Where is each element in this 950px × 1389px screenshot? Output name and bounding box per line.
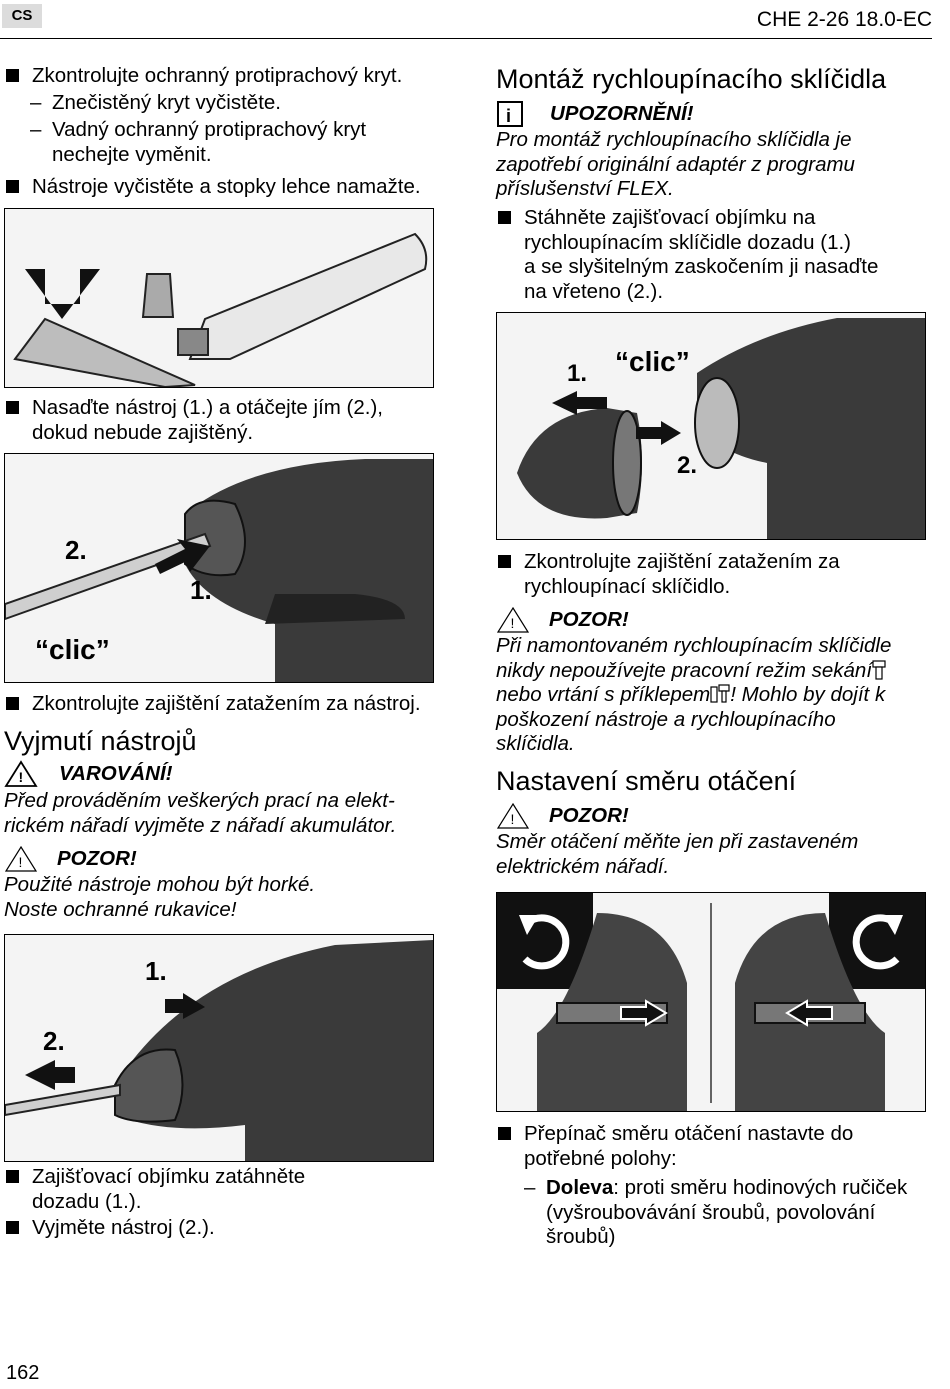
note-line: příslušenství FLEX. (496, 177, 674, 200)
hammer-drill-mode-icon (710, 684, 730, 703)
step-1-label: 1. (567, 360, 587, 387)
section-heading-removal: Vyjmutí nástrojů (4, 726, 197, 756)
dash-text-cont: (vyšroubovávání šroubů, povolování (546, 1200, 876, 1224)
language-tag: CS (2, 4, 42, 28)
caution-line: nebo vrtání s příklepem (496, 683, 711, 706)
warning-title: VAROVÁNÍ! (59, 762, 173, 785)
figure-remove-tool: 1. 2. (4, 934, 434, 1162)
bullet-text: Nástroje vyčistěte a stopky lehce namažt… (32, 175, 421, 198)
bullet-icon (6, 69, 19, 82)
caution-title: POZOR! (549, 804, 629, 827)
svg-text:!: ! (19, 854, 23, 870)
bullet-icon (498, 211, 511, 224)
bullet-icon (6, 180, 19, 193)
chisel-mode-icon (872, 659, 886, 680)
caution-line: Noste ochranné rukavice! (4, 897, 237, 921)
svg-text:!: ! (19, 769, 24, 785)
clockwise-icon (883, 915, 903, 935)
counterclockwise-icon (519, 915, 539, 935)
direction-left-label: Doleva (546, 1176, 614, 1199)
step-1-label: 1. (190, 575, 212, 605)
figure-lubricate-shank (4, 208, 434, 388)
bullet-icon (498, 1127, 511, 1140)
bullet-text: Zajišťovací objímku zatáhněte (32, 1165, 306, 1188)
step-2-label: 2. (43, 1026, 65, 1056)
step-2-label: 2. (65, 535, 87, 565)
svg-text:i: i (506, 106, 511, 126)
bullet-text: Stáhněte zajišťovací objímku na (524, 206, 816, 229)
caution-triangle-icon: ! (496, 802, 530, 829)
note-line: zapotřebí originální adaptér z programu (496, 152, 855, 176)
bullet-text: Zkontrolujte zajištění zatažením za nást… (32, 692, 421, 715)
bullet-icon (6, 1221, 19, 1234)
caution-title: POZOR! (57, 847, 137, 870)
section-heading-chuck: Montáž rychloupínacího sklíčidla (496, 64, 887, 94)
bullet-text: Nasaďte nástroj (1.) a otáčejte jím (2.)… (32, 396, 383, 419)
dash-text-cont: šroubů) (546, 1225, 616, 1248)
clic-label: “clic” (615, 346, 690, 377)
caution-line: nikdy nepoužívejte pracovní režim sekání (496, 658, 873, 682)
figure-rotation-switch (496, 892, 926, 1112)
dash-text: Znečistěný kryt vyčistěte. (52, 91, 281, 114)
info-icon: i (497, 101, 523, 127)
header-divider (0, 38, 932, 39)
step-1-label: 1. (145, 956, 167, 986)
bullet-icon (6, 401, 19, 414)
bullet-text: Zkontrolujte zajištění zatažením za (524, 550, 840, 573)
bullet-text-cont: dokud nebude zajištěný. (32, 420, 254, 444)
caution-line: ! Mohlo by dojít k (730, 683, 886, 706)
caution-triangle-icon: ! (496, 606, 530, 633)
caution-line: Při namontovaném rychloupínacím sklíčidl… (496, 634, 892, 657)
dash-text: : proti směru hodinových ručiček (613, 1176, 908, 1199)
warning-line: Před prováděním veškerých prací na elekt… (4, 789, 395, 812)
caution-line: Směr otáčení měňte jen při zastaveném (496, 830, 859, 853)
dash-text-cont: nechejte vyměnit. (52, 142, 212, 166)
figure-mount-chuck: 1. 2. “clic” (496, 312, 926, 540)
caution-line: sklíčidla. (496, 732, 575, 755)
figure-insert-tool: 2. 1. “clic” (4, 453, 434, 683)
note-line: Pro montáž rychloupínacího sklíčidla je (496, 128, 852, 151)
bullet-text: Zkontrolujte ochranný protiprachový kryt… (32, 64, 403, 87)
bullet-text-cont: potřebné polohy: (524, 1146, 677, 1170)
bullet-icon (498, 555, 511, 568)
caution-line: Použité nástroje mohou být horké. (4, 873, 316, 896)
caution-line: poškození nástroje a rychloupínacího (496, 707, 836, 731)
svg-text:!: ! (511, 811, 515, 827)
page-number: 162 (6, 1362, 40, 1384)
caution-triangle-icon: ! (4, 845, 38, 872)
bullet-text: Přepínač směru otáčení nastavte do (524, 1122, 854, 1145)
svg-text:!: ! (511, 615, 515, 631)
note-title: UPOZORNĚNÍ! (550, 102, 694, 125)
bullet-icon (6, 697, 19, 710)
bullet-text-cont: rychloupínací sklíčidlo. (524, 574, 731, 598)
caution-line: elektrickém nářadí. (496, 854, 670, 878)
section-heading-direction: Nastavení směru otáčení (496, 766, 797, 796)
warning-line: rickém nářadí vyjměte z nářadí akumuláto… (4, 813, 397, 837)
clic-label: “clic” (35, 634, 110, 665)
warning-triangle-icon: ! (4, 760, 38, 787)
model-name: CHE 2-26 18.0-EC (756, 8, 932, 31)
dash-text: Vadný ochranný protiprachový kryt (52, 118, 367, 141)
caution-title: POZOR! (549, 608, 629, 631)
step-2-label: 2. (677, 452, 697, 479)
bullet-text-cont: a se slyšitelným zaskočením ji nasaďte (524, 255, 879, 278)
bullet-text: Vyjměte nástroj (2.). (32, 1216, 215, 1239)
bullet-text-cont: dozadu (1.). (32, 1189, 142, 1213)
bullet-text-cont: rychloupínacím sklíčidle dozadu (1.) (524, 230, 852, 254)
bullet-text-cont: na vřeteno (2.). (524, 279, 664, 303)
bullet-icon (6, 1170, 19, 1183)
